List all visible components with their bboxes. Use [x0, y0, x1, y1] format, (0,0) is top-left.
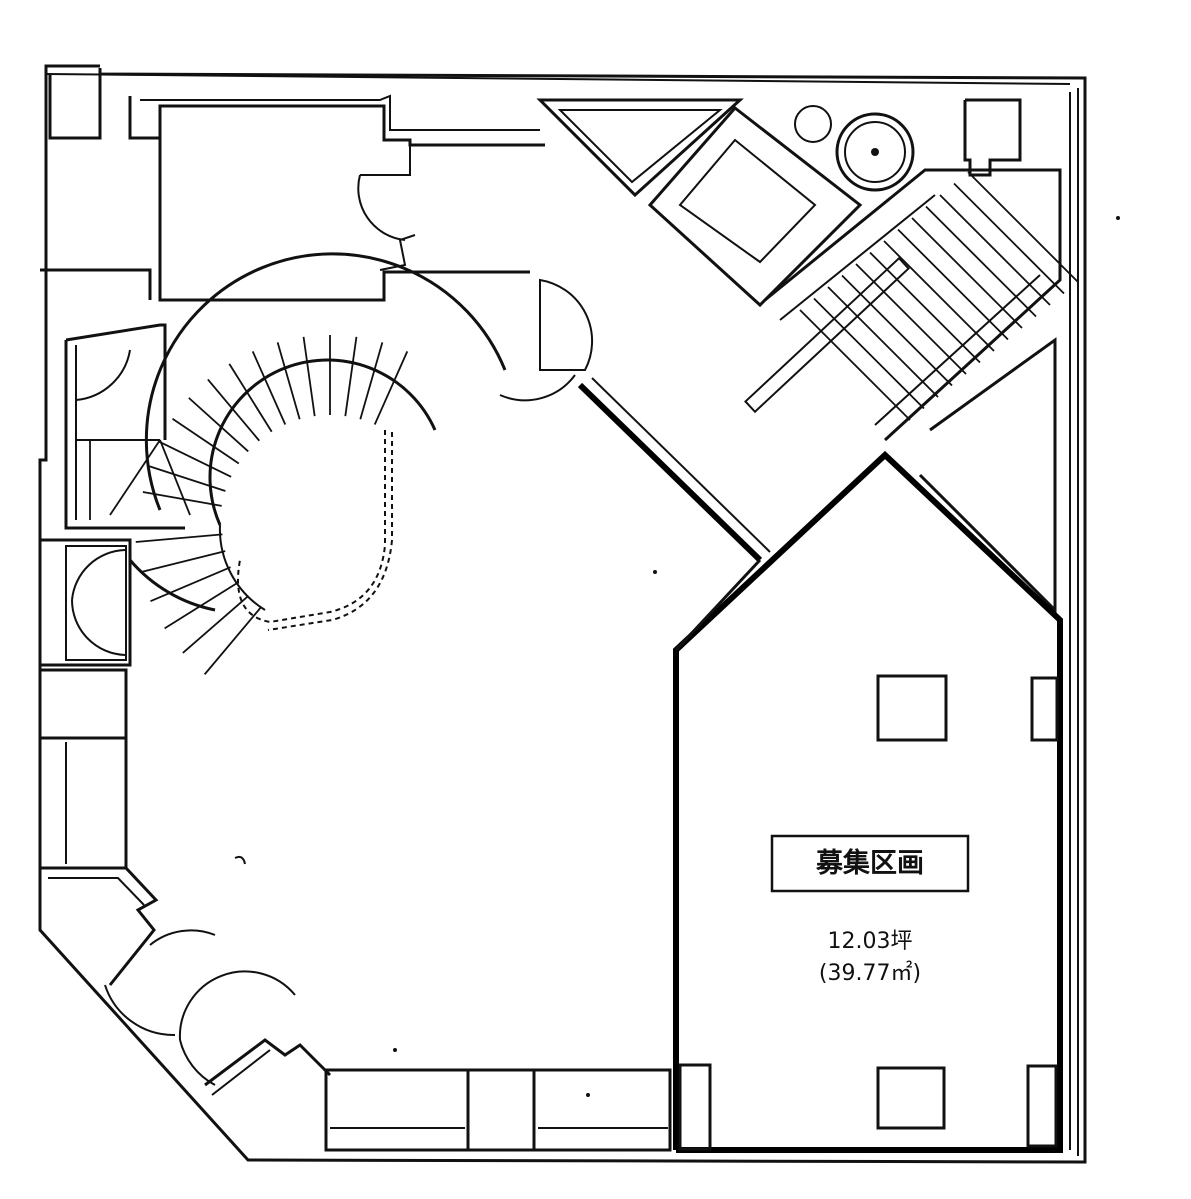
scan-specks	[234, 216, 1120, 1097]
stair-tread	[967, 171, 1079, 283]
elevator-shaft	[647, 105, 863, 308]
bottom-sections	[324, 1068, 672, 1152]
spiral-tread	[164, 581, 239, 630]
door-swing-upper	[357, 174, 406, 241]
rental-unit: 募集区画 12.03坪 (39.77㎡)	[673, 450, 1063, 1153]
stair-tread	[925, 205, 1037, 318]
stair-tread	[953, 182, 1065, 295]
spiral-tread	[359, 342, 384, 420]
entrance-doors	[40, 866, 332, 1096]
corridor-walls	[499, 278, 1057, 614]
unit-area-tsubo: 12.03坪	[828, 929, 913, 954]
top-left-room	[40, 74, 545, 302]
column-lower	[876, 1066, 946, 1130]
column-small	[794, 105, 832, 143]
spiral-tread	[171, 418, 240, 465]
spiral-tread	[140, 550, 226, 574]
spiral-tread	[251, 351, 287, 425]
unit-outline	[673, 450, 1063, 1153]
spiral-tread	[228, 363, 273, 433]
stair-tread	[939, 194, 1051, 306]
spiral-tread	[150, 566, 231, 603]
stair-tread	[841, 274, 953, 387]
spiral-tread	[344, 336, 358, 417]
spiral-tread	[142, 491, 222, 507]
spiral-tread	[158, 440, 232, 478]
spiral-tread	[188, 397, 249, 453]
diagonal-staircase	[744, 168, 1079, 442]
unit-label: 募集区画	[815, 847, 924, 879]
stair-tread	[799, 309, 911, 421]
column-round	[835, 112, 915, 192]
stair-tread	[813, 297, 925, 410]
spiral-tread	[373, 351, 409, 425]
spiral-tread	[207, 378, 260, 442]
spiral-tread	[149, 465, 226, 492]
top-right-core	[536, 98, 1022, 308]
outer-walls	[38, 64, 1087, 1164]
stair-tread	[827, 286, 939, 398]
stair-tread	[869, 251, 981, 364]
door-swing-entrance-1	[149, 929, 216, 946]
spiral-tread	[182, 595, 250, 654]
spiral-tread	[203, 607, 262, 675]
spiral-tread	[135, 533, 223, 543]
spiral-tread	[276, 342, 301, 420]
stair-tread	[911, 217, 1023, 329]
unit-area-sqm: (39.77㎡)	[819, 960, 921, 986]
unit-label-box	[770, 834, 970, 893]
column-upper	[876, 674, 948, 742]
door-swing-entrance-2	[178, 970, 296, 1041]
stair-tread	[897, 228, 1009, 341]
dashed-line-stair-path	[237, 430, 386, 624]
stair-tread	[883, 240, 995, 352]
spiral-staircase	[128, 252, 507, 675]
left-rooms	[38, 323, 191, 870]
spiral-tread	[302, 336, 316, 417]
stair-tread	[855, 263, 967, 375]
